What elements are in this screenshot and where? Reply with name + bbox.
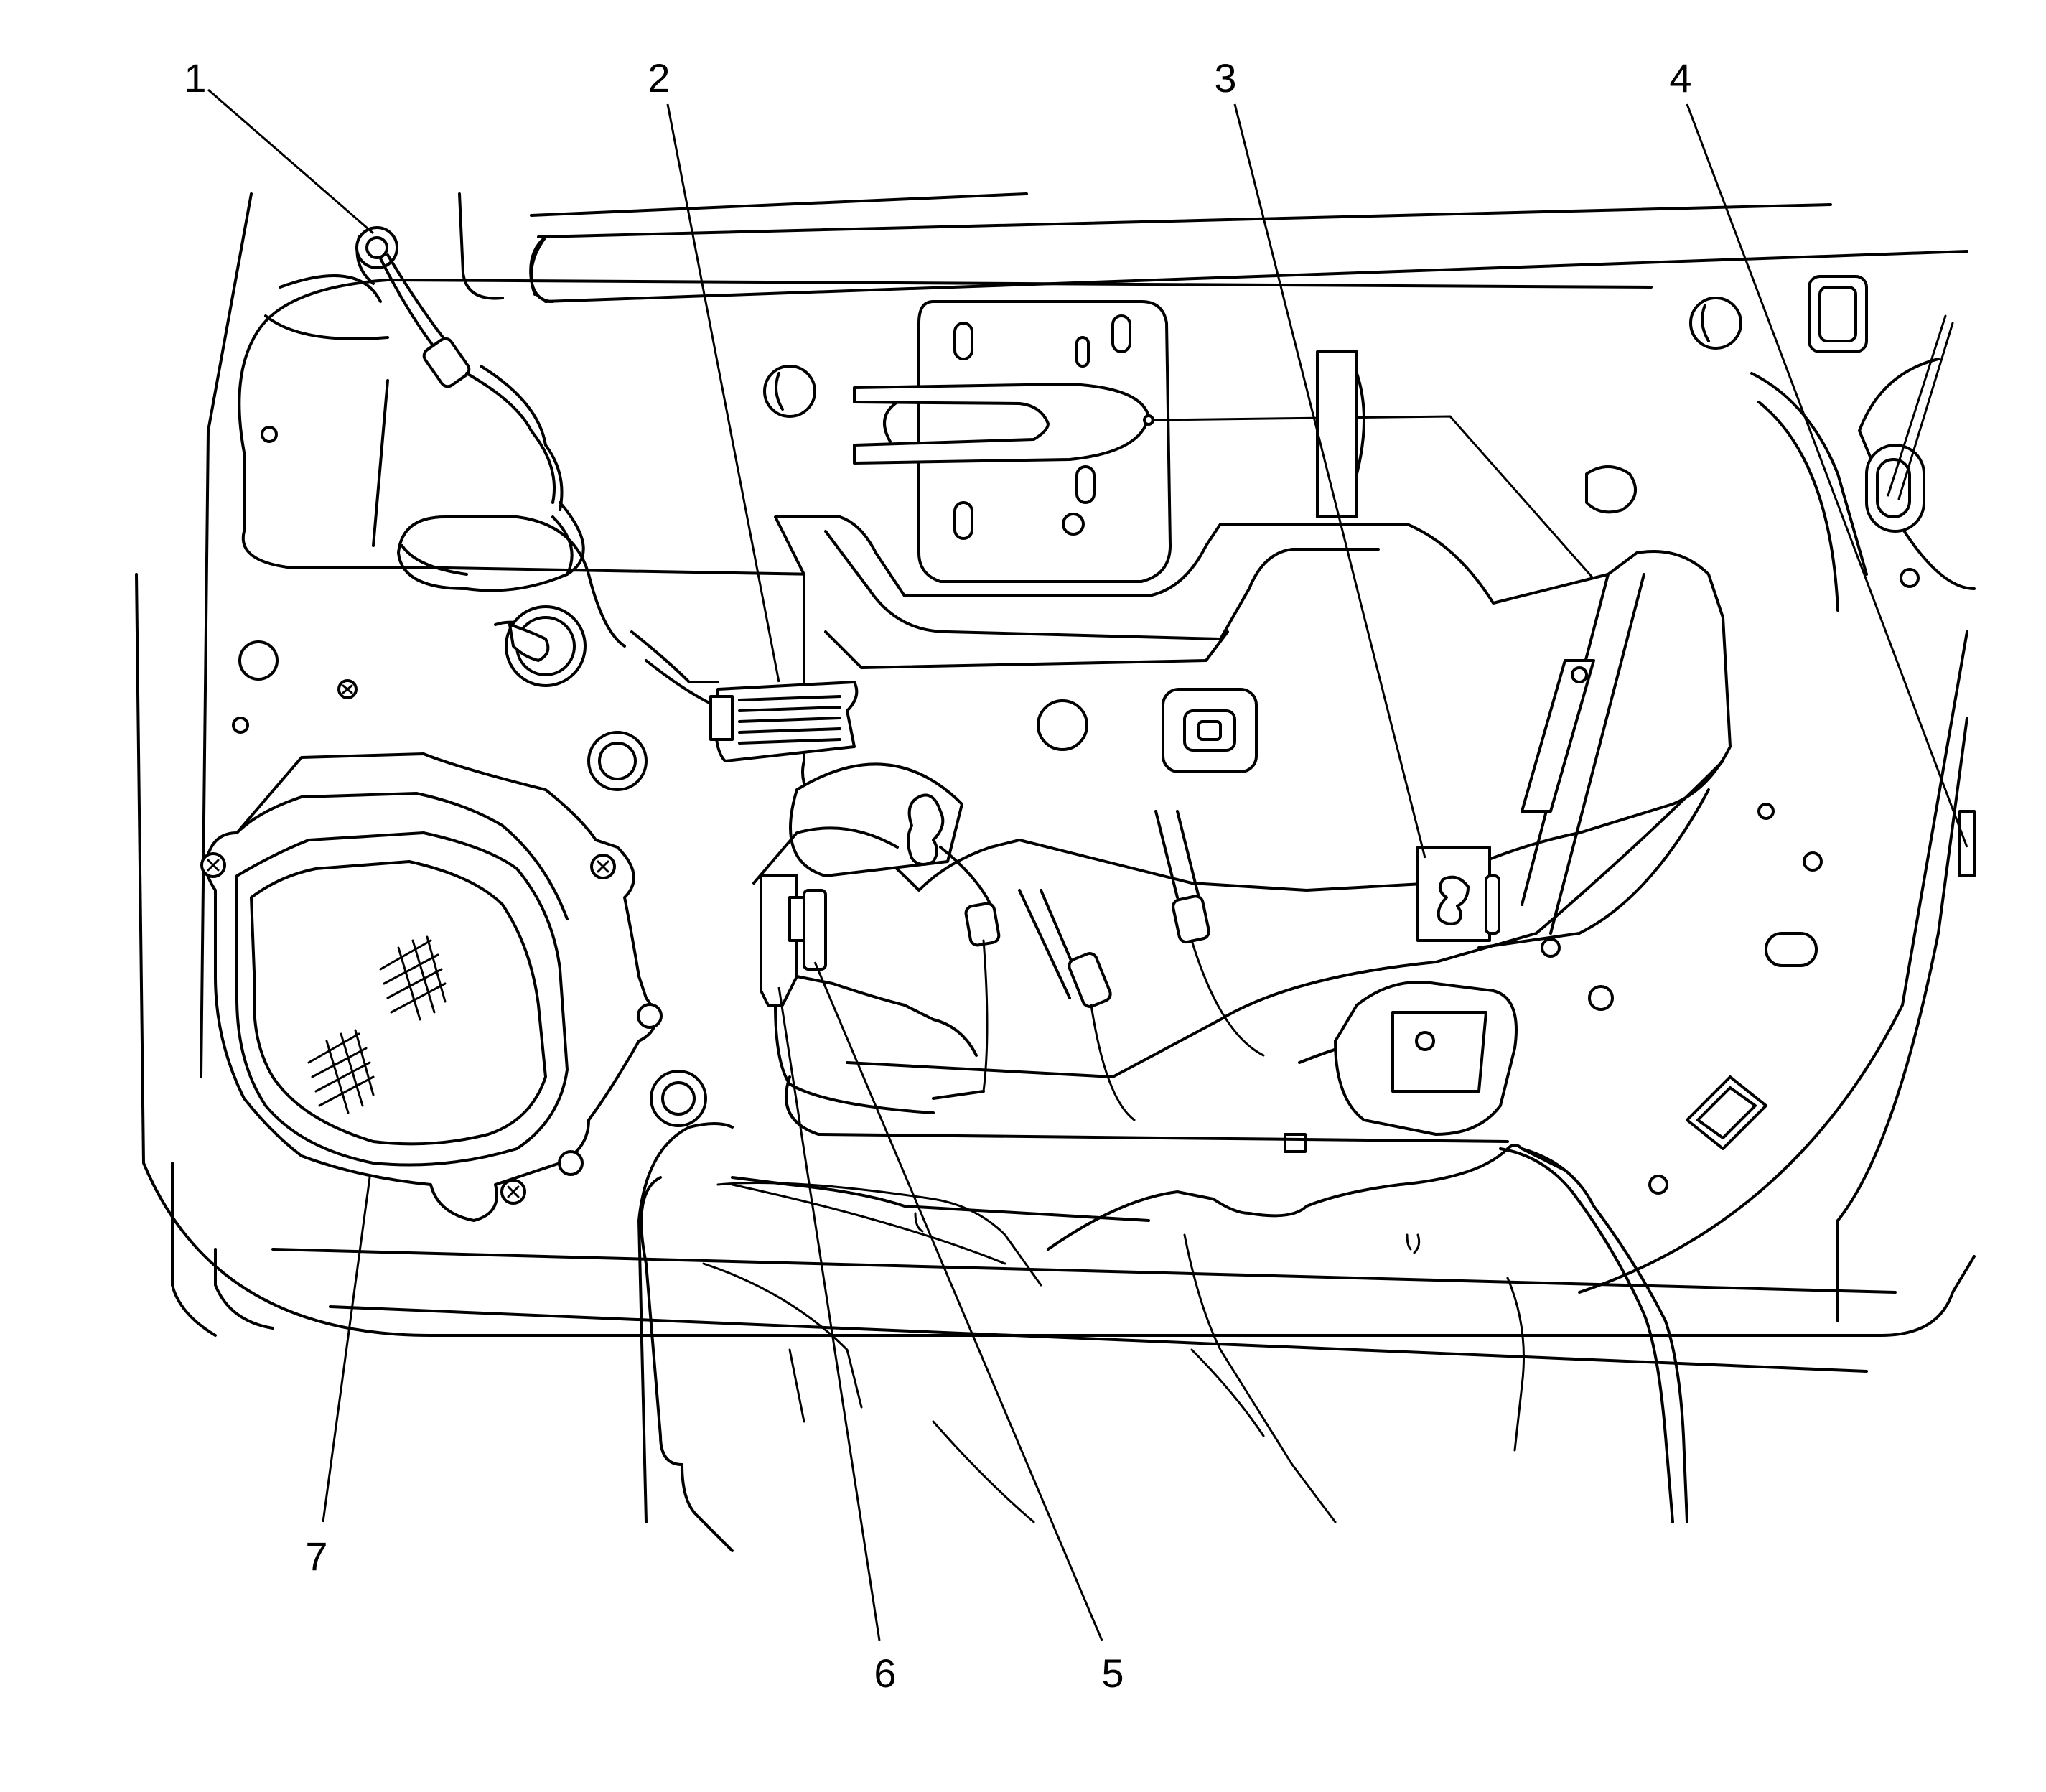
control-cables xyxy=(932,810,1265,1121)
door-speaker xyxy=(200,752,663,1222)
callout-3: 3 xyxy=(1214,55,1236,101)
callout-7: 7 xyxy=(305,1534,327,1579)
wiring-harness xyxy=(355,226,719,705)
regulator-motor-housing xyxy=(1284,981,1518,1153)
callout-leaders xyxy=(207,88,1968,1641)
leader-2 xyxy=(666,103,780,683)
leader-7 xyxy=(322,1177,371,1523)
leader-4 xyxy=(1686,103,1968,848)
panel-holes xyxy=(228,275,1976,1195)
reinforcement-beam xyxy=(774,350,1732,892)
inner-panel-outline xyxy=(238,235,1868,612)
speaker-grille-mark xyxy=(307,935,447,1114)
window-regulator-rail xyxy=(846,573,1724,1078)
glass-run-bracket-plate xyxy=(853,300,1724,727)
callout-1: 1 xyxy=(184,55,206,101)
callout-labels: 1 2 3 4 5 6 7 xyxy=(184,55,1691,1696)
leader-1 xyxy=(207,88,374,235)
leader-3 xyxy=(1233,103,1426,859)
harness-connector xyxy=(709,681,859,762)
leader-6 xyxy=(777,986,881,1641)
lower-panel-folds xyxy=(637,1122,1688,1552)
leader-5 xyxy=(813,961,1103,1641)
callout-4: 4 xyxy=(1669,55,1691,101)
callout-2: 2 xyxy=(648,55,670,101)
callout-5: 5 xyxy=(1101,1651,1124,1696)
callout-6: 6 xyxy=(874,1651,896,1696)
door-lock-bracket xyxy=(752,762,963,885)
